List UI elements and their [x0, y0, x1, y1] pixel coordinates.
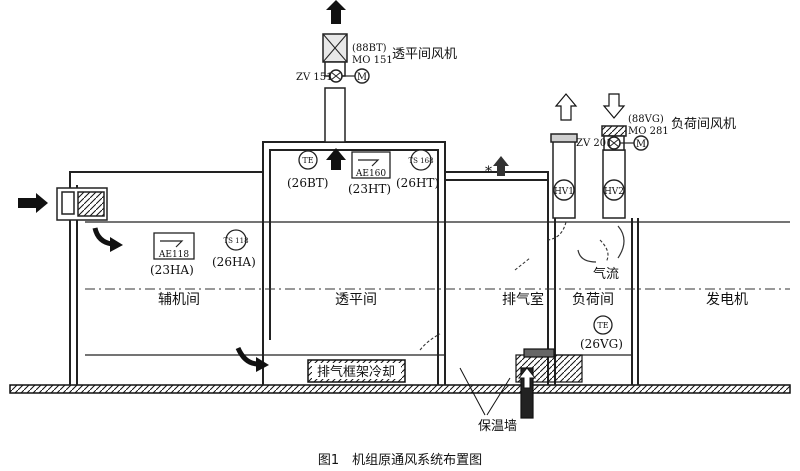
turbine-fan-title: 透平间风机: [392, 47, 457, 62]
ground: [9, 384, 791, 394]
te-26bt-tag: (26BT): [287, 176, 328, 190]
ts118-tag: (26HA): [212, 255, 256, 269]
te-26vg-icon: TE: [593, 315, 613, 335]
dashed-flow-arrows: [419, 221, 609, 351]
load-motor-icon: [620, 135, 649, 151]
aux-inlet-arrow: [18, 193, 48, 213]
ae118-tag: (23HA): [150, 263, 194, 277]
insulation-pointers: [459, 367, 511, 416]
hv1-label: HV1: [554, 187, 574, 197]
airflow-curve: [577, 225, 625, 263]
load-fan-id: (88VG): [628, 114, 664, 125]
turbine-fan-stack: [322, 33, 348, 143]
aux-intake-unit: [56, 187, 108, 221]
load-motor-symbol: M: [636, 139, 646, 150]
ae118-symbol: AE118: [158, 250, 190, 260]
te-26bt-icon: TE: [298, 150, 318, 170]
turbine-curve-arrow: [235, 346, 269, 372]
exhaust-up-arrow: [517, 367, 537, 389]
aux-curve-arrow: [92, 227, 123, 252]
turbine-fan-motor: MO 151: [352, 55, 393, 66]
roof-vent-arrow: [493, 156, 509, 176]
te-26vg-symbol: TE: [597, 321, 608, 330]
hv1-damper: HV1: [553, 179, 575, 201]
ts168-tag: (26HT): [396, 176, 439, 190]
load-exhaust-arrow-up: [554, 93, 578, 121]
asterisk-mark: *: [485, 164, 492, 180]
ts118-icon: TS 118: [223, 229, 249, 251]
ae160-tag: (23HT): [348, 182, 391, 196]
room-exhaust: 排气室: [502, 291, 544, 308]
te-26vg-tag: (26VG): [580, 337, 623, 351]
load-inlet-arrow-down: [602, 93, 626, 119]
load-fan-valve: ZV 201: [576, 138, 612, 149]
turbine-fan-id: (88BT): [352, 43, 387, 54]
turbine-fan-valve: ZV 151: [296, 72, 332, 83]
cooling-label: 排气框架冷却: [317, 364, 395, 380]
ts118-symbol: TS 118: [223, 237, 248, 245]
hv2-damper: HV2: [603, 179, 625, 201]
turbine-motor-icon: [342, 68, 370, 84]
ae160-symbol: AE160: [355, 169, 387, 179]
cooling-frame-box: [307, 359, 406, 383]
turbine-inlet-arrow: [326, 148, 346, 170]
turbine-exhaust-arrow: [326, 0, 346, 24]
hv2-label: HV2: [604, 187, 624, 197]
ae160-icon: AE160: [351, 151, 391, 179]
airflow-label: 气流: [593, 266, 619, 282]
load-exhaust-stack: [550, 133, 578, 219]
ts168-icon: TS 168: [408, 149, 434, 171]
te-26bt-symbol: TE: [302, 156, 313, 165]
load-fan-title: 负荷间风机: [671, 117, 736, 132]
ts168-symbol: TS 168: [408, 157, 433, 165]
room-load: 负荷间: [572, 292, 614, 308]
room-generator: 发电机: [706, 292, 748, 308]
load-fan-motor: MO 281: [628, 126, 669, 137]
room-turbine: 透平间: [335, 292, 377, 308]
insulation-label: 保温墙: [478, 419, 517, 434]
ae118-icon: AE118: [153, 232, 195, 260]
turbine-motor-symbol: M: [357, 72, 367, 83]
room-auxiliary: 辅机间: [158, 292, 200, 308]
figure-caption: 图1 机组原通风系统布置图: [318, 453, 482, 468]
